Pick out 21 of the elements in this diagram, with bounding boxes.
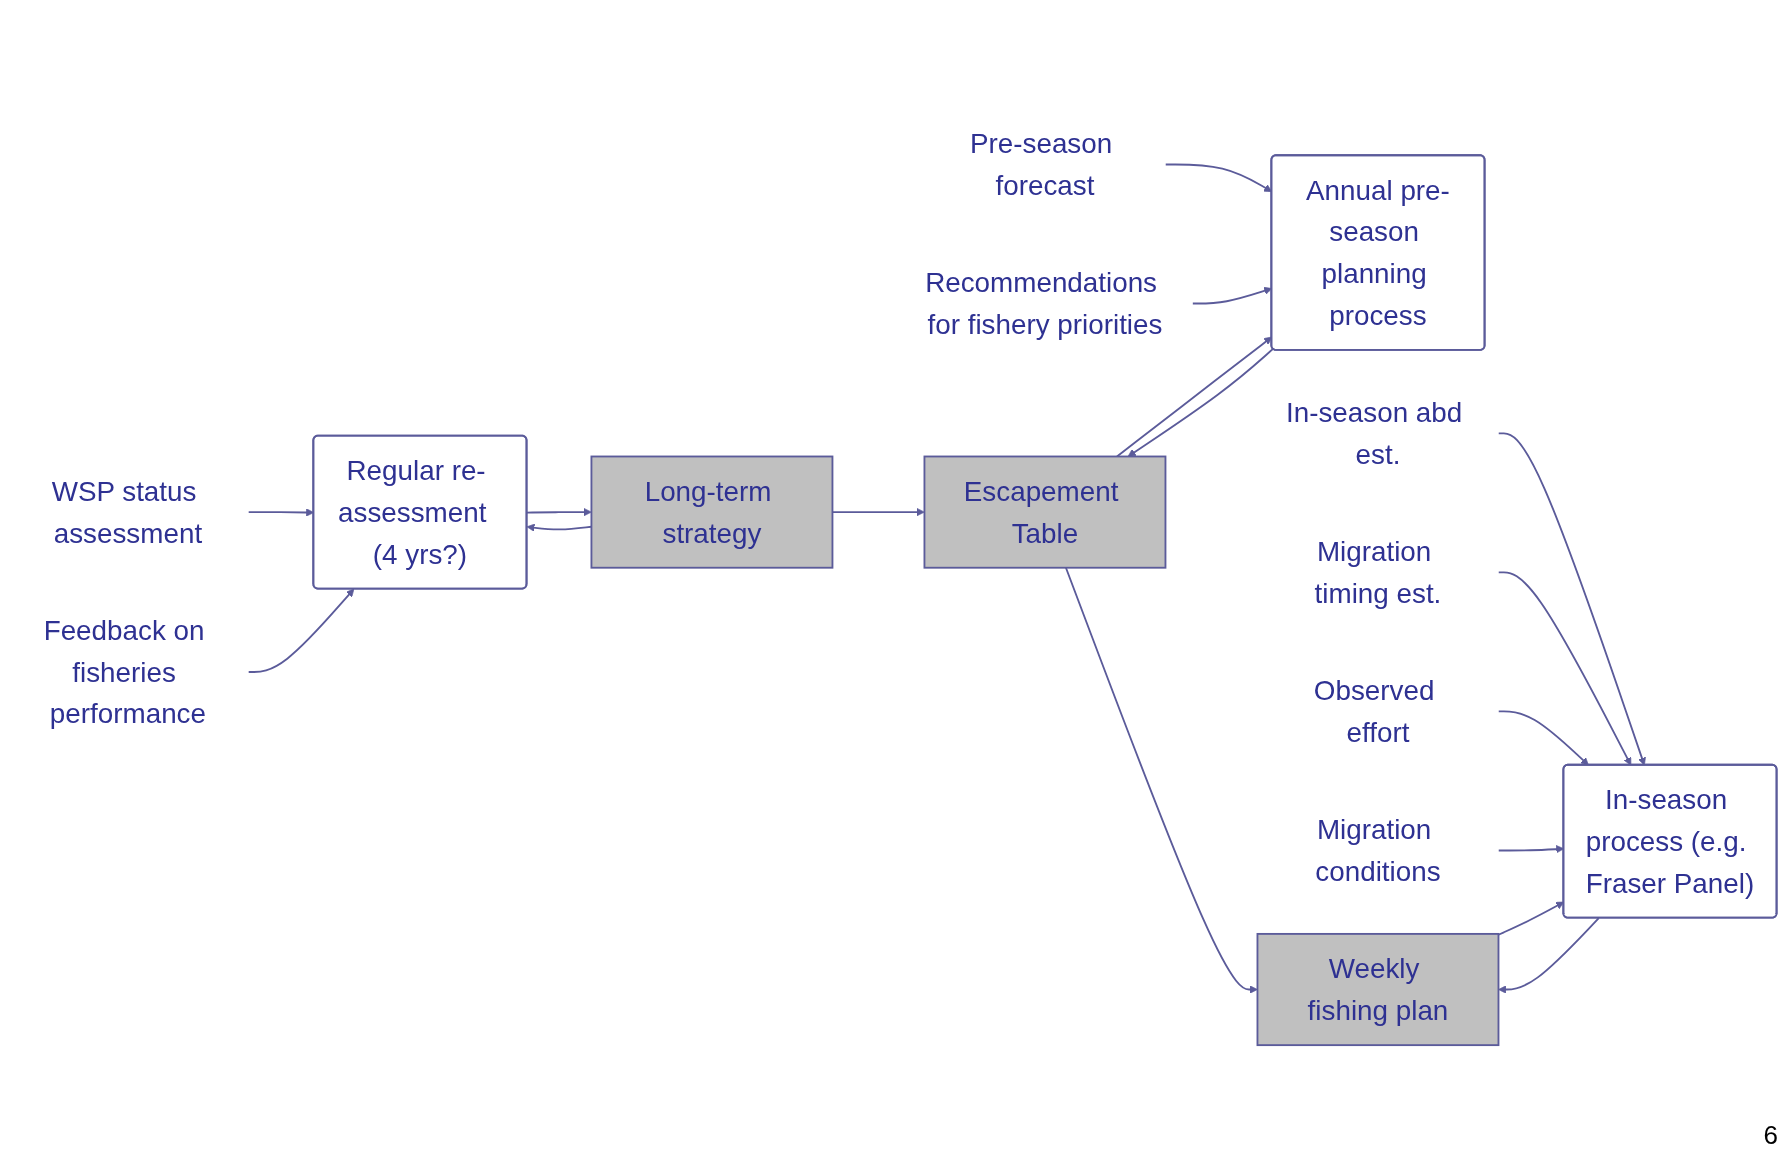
node-text: Migration conditions [1315,813,1441,887]
arrow [1497,710,1589,766]
node-box: Escapement Table [923,455,1167,569]
node-box: Long-term strategy [590,455,834,569]
node-text: Recommendations for fishery priorities [925,266,1163,340]
arrow [1497,431,1646,766]
arrow [526,507,592,516]
arrow [1497,570,1632,766]
node-text: In-season abd est. [1285,396,1463,469]
node-text: Observed effort [1313,674,1435,748]
arrow [247,588,355,673]
node-text: Pre-season forecast [969,127,1113,201]
arrow [1116,336,1273,457]
page-number: 6 [1763,1120,1778,1150]
node-text: WSP status assessment [51,475,203,548]
node-text: Migration timing est. [1314,535,1442,609]
arrow [1127,347,1274,457]
arrow [1065,566,1258,994]
arrow [1498,916,1600,994]
node-box: Weekly fishing plan [1256,932,1500,1046]
node-text: Feedback on fisheries performance [43,614,206,729]
